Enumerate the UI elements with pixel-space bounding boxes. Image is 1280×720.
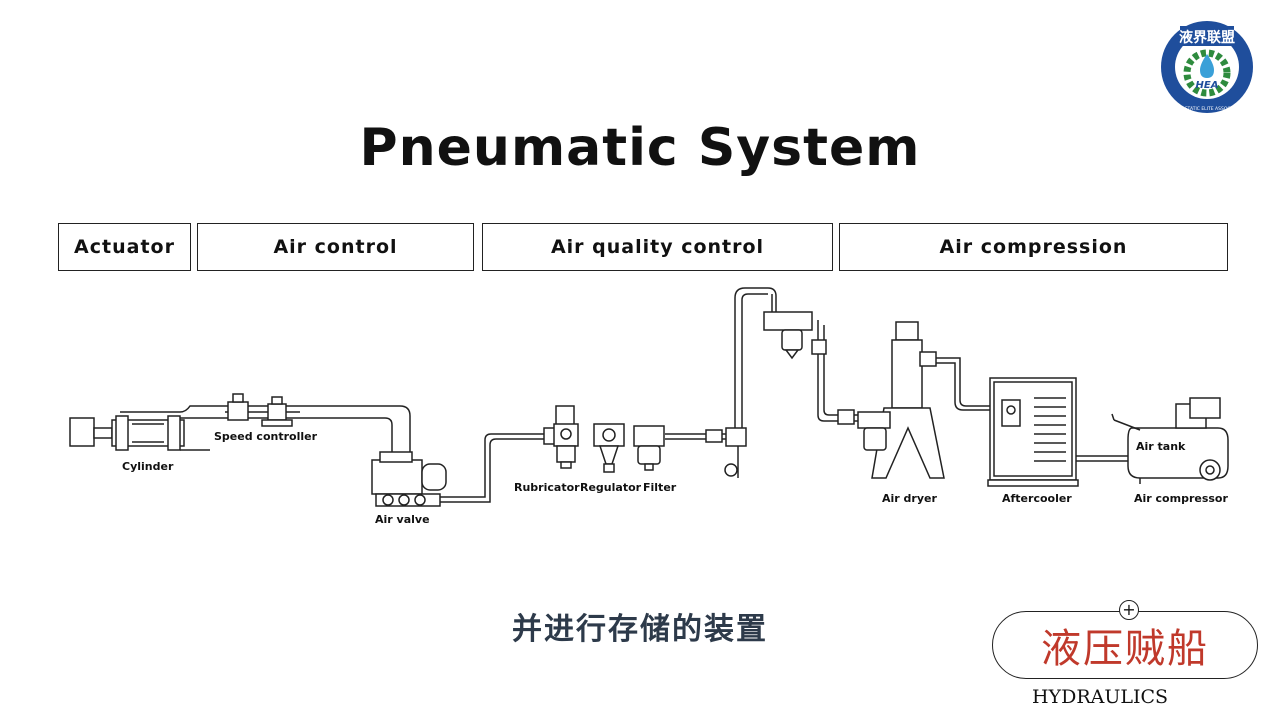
brand-en-text: HYDRAULICS [1031, 686, 1169, 708]
svg-text:HEA: HEA [1196, 80, 1219, 91]
air-compressor-label: Air compressor [1134, 492, 1228, 505]
air-valve-icon [371, 451, 447, 507]
regulator-icon [593, 423, 625, 473]
air-valve-label: Air valve [375, 513, 430, 526]
speed-controller-icon [227, 393, 293, 427]
brand-badge: 液压贼船 [992, 611, 1258, 679]
category-actuator: Actuator [58, 223, 191, 271]
air-dryer-icon [837, 321, 945, 479]
rubricator-label: Rubricator [514, 481, 580, 494]
aftercooler-label: Aftercooler [1002, 492, 1072, 505]
filter-icon [633, 425, 665, 471]
air-compressor-icon [1111, 397, 1229, 484]
aftercooler-icon [987, 377, 1079, 487]
regulator-label: Regulator [580, 481, 642, 494]
rubricator-icon [543, 405, 579, 469]
caption-text: 并进行存储的装置 [512, 612, 768, 647]
hea-logo-icon: 液界联盟 HEA HYDROSTATIC ELITE ASSOCIATION [1161, 21, 1253, 113]
category-air-control: Air control [197, 223, 474, 271]
brand-cn-text: 液压贼船 [1041, 626, 1209, 672]
svg-text:HYDROSTATIC ELITE ASSOCIATION: HYDROSTATIC ELITE ASSOCIATION [1168, 106, 1245, 112]
air-tank-label: Air tank [1136, 440, 1186, 453]
cylinder-icon [69, 415, 210, 451]
riser-valve-icon [705, 311, 827, 478]
speed-controller-label: Speed controller [214, 430, 318, 443]
plus-icon: + [1119, 600, 1139, 620]
cylinder-label: Cylinder [122, 460, 174, 473]
page-title: Pneumatic System [359, 118, 921, 178]
category-air-compression: Air compression [839, 223, 1228, 271]
filter-label: Filter [643, 481, 677, 494]
category-air-quality-control: Air quality control [482, 223, 833, 271]
air-dryer-label: Air dryer [882, 492, 937, 505]
svg-text:液界联盟: 液界联盟 [1179, 29, 1235, 46]
